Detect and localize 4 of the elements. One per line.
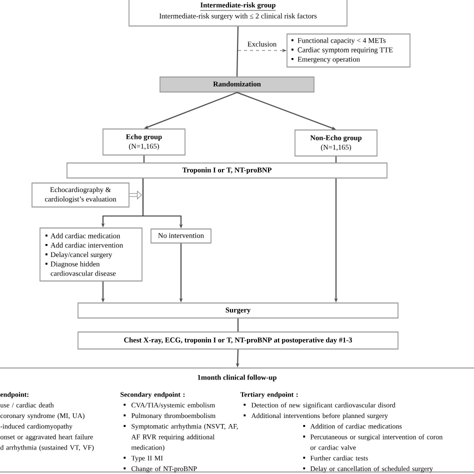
connector-line: [335, 156, 337, 163]
connector-line: [236, 26, 239, 77]
connector-line: [143, 155, 145, 163]
connector-line: [237, 318, 239, 332]
